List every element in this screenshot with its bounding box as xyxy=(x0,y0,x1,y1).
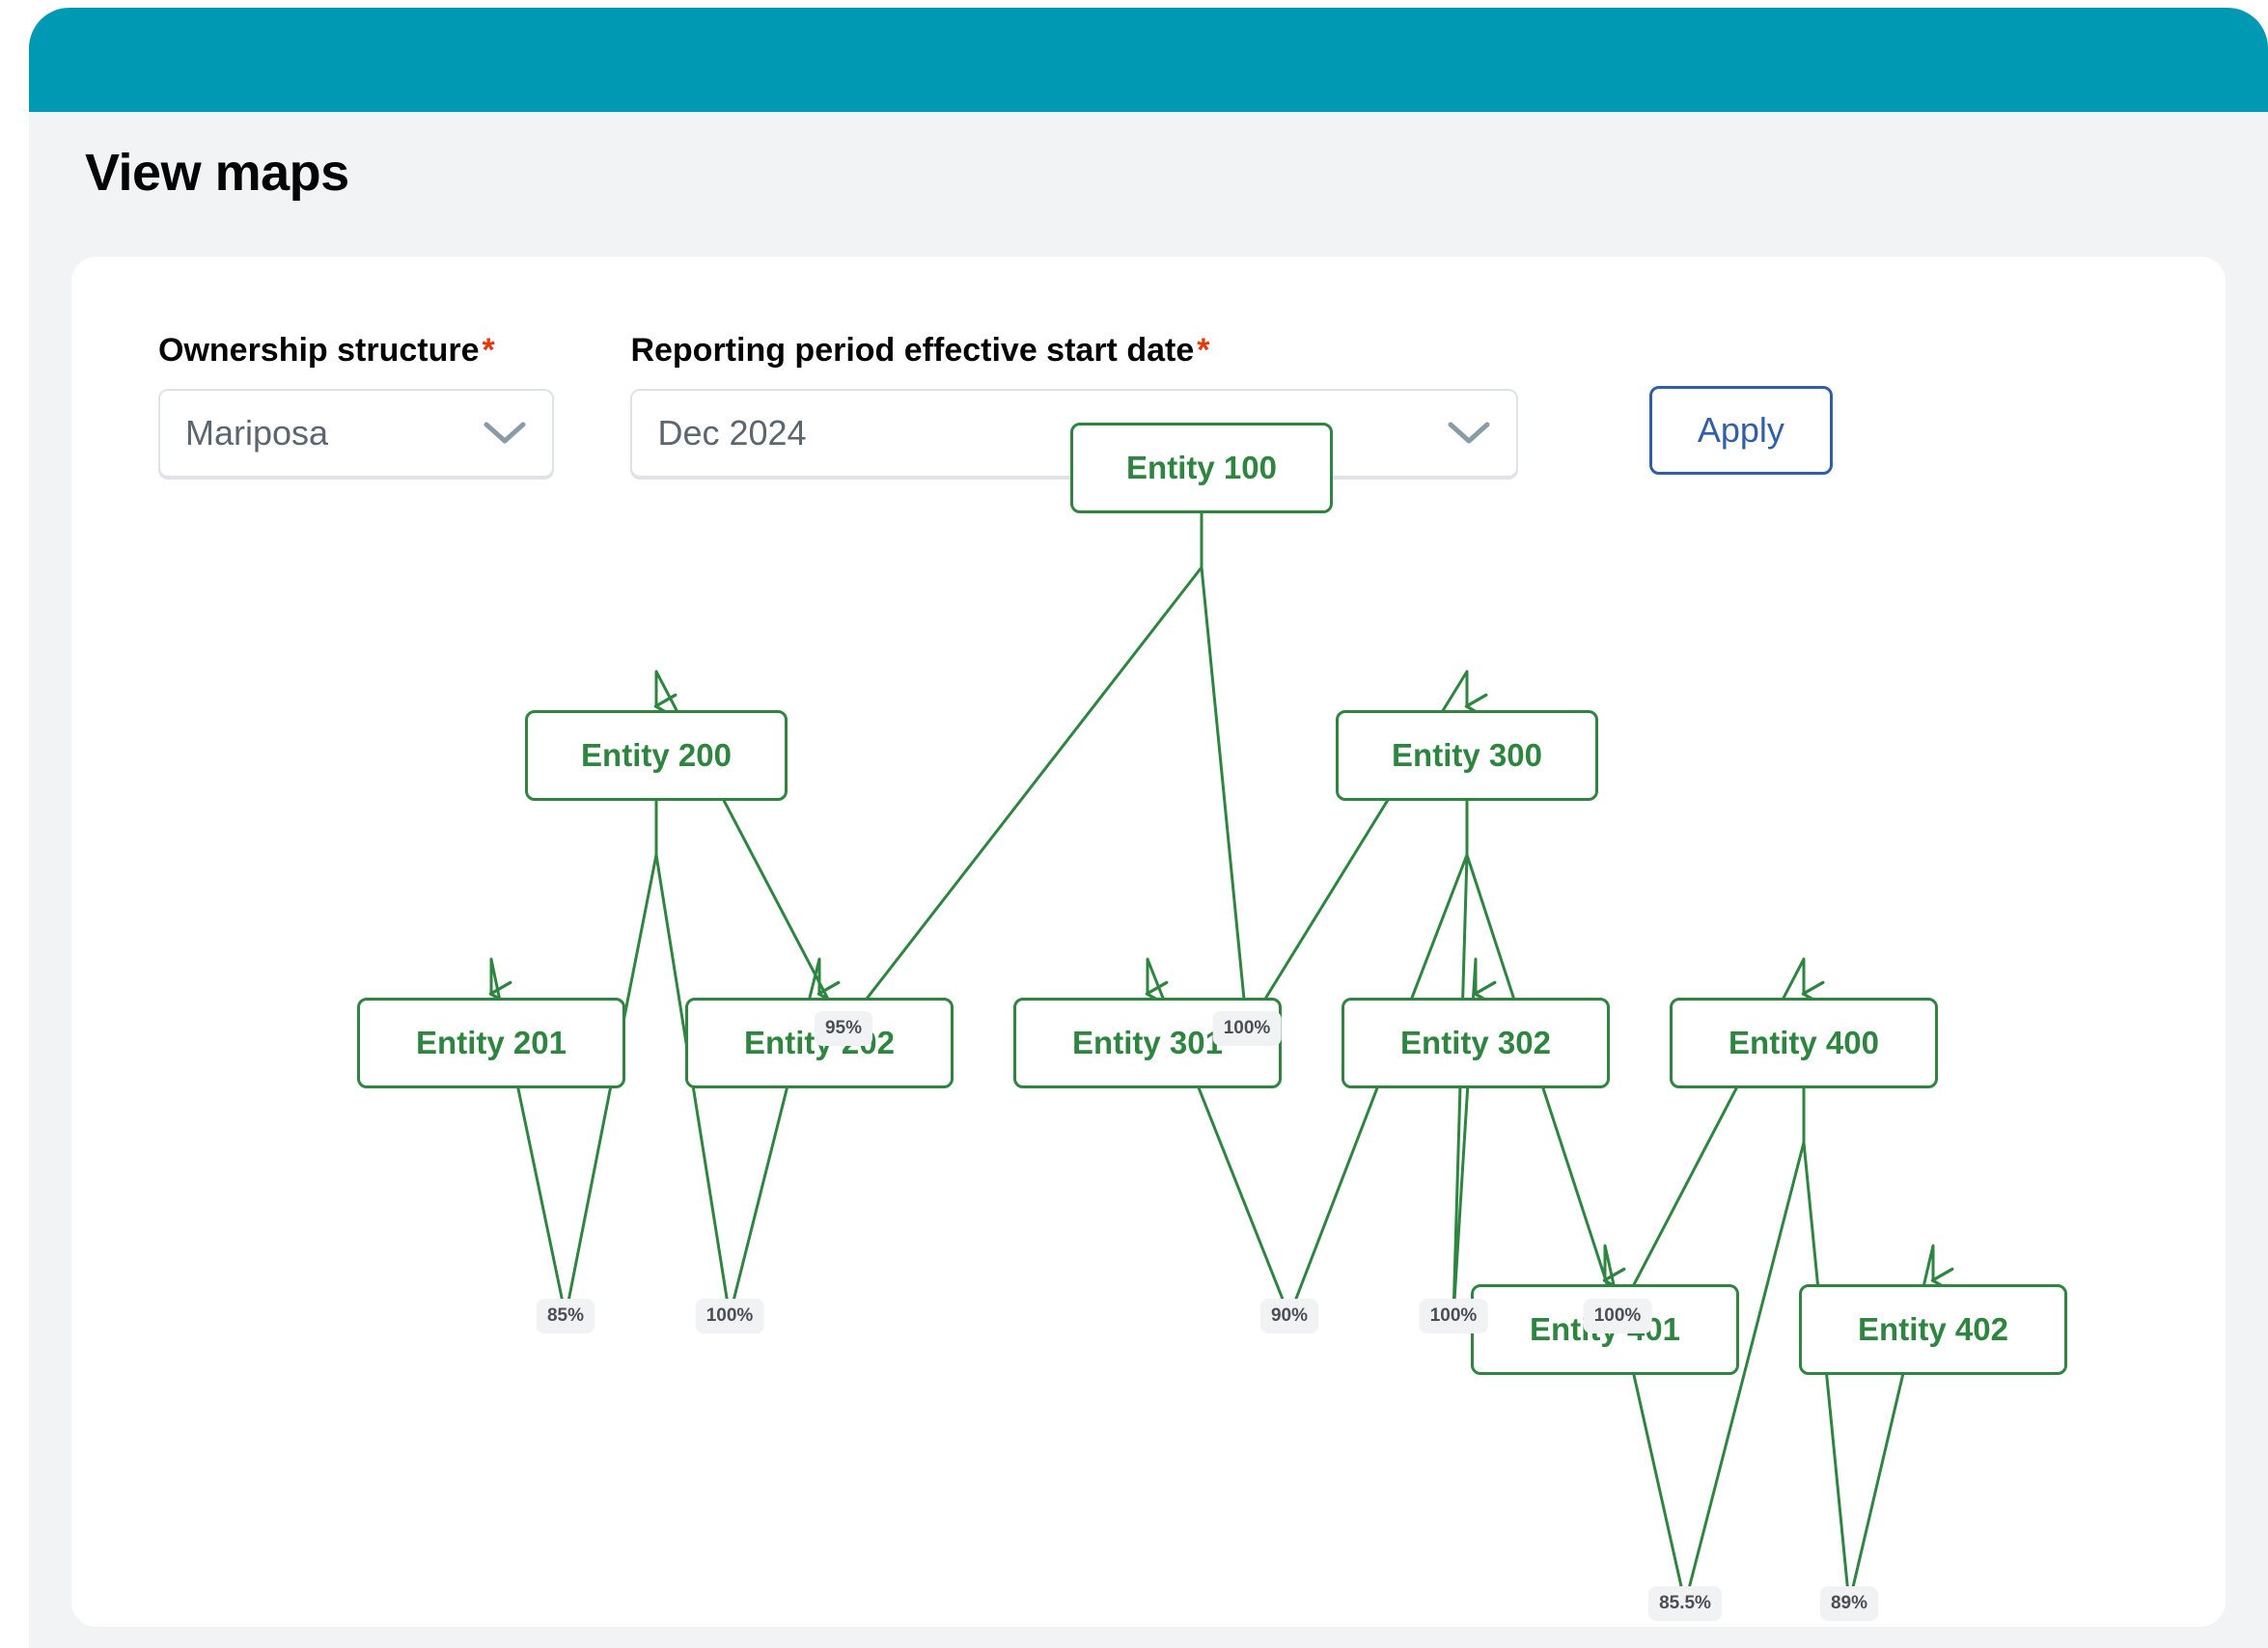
window-shell: View maps Ownership structure* Mariposa xyxy=(29,8,2268,1648)
ownership-percent-label: 100% xyxy=(695,1299,764,1333)
ownership-edge xyxy=(1802,1088,1954,1606)
entity-node[interactable]: Entity 300 xyxy=(1336,710,1598,801)
ownership-edge xyxy=(653,513,1203,1030)
reporting-period-label-text: Reporting period effective start date xyxy=(630,332,1195,369)
apply-field: Apply xyxy=(1648,332,1833,475)
apply-button[interactable]: Apply xyxy=(1648,386,1833,475)
reporting-period-value: Dec 2024 xyxy=(657,413,807,453)
filter-form: Ownership structure* Mariposa Reporting … xyxy=(158,332,1833,478)
ownership-percent-label: 100% xyxy=(1419,1299,1488,1333)
entity-node-label: Entity 200 xyxy=(581,737,732,773)
ownership-edge xyxy=(1145,801,1469,1318)
ownership-structure-label-text: Ownership structure xyxy=(158,332,480,369)
ownership-edge xyxy=(488,801,658,1318)
entity-node[interactable]: Entity 400 xyxy=(1670,998,1938,1088)
entity-node[interactable]: Entity 402 xyxy=(1799,1284,2067,1375)
ownership-edge xyxy=(1465,801,1825,1318)
ownership-edge xyxy=(1452,801,1497,1318)
chevron-down-icon xyxy=(1447,421,1491,446)
required-asterisk: * xyxy=(482,332,495,369)
ownership-percent-label: 85.5% xyxy=(1648,1586,1722,1621)
entity-node-label: Entity 402 xyxy=(1858,1311,2008,1347)
entity-node[interactable]: Entity 301 xyxy=(1013,998,1282,1088)
entity-node[interactable]: Entity 302 xyxy=(1341,998,1610,1088)
ownership-percent-label: 100% xyxy=(1212,1011,1282,1046)
ownership-edge xyxy=(1200,513,1488,1030)
ownership-structure-label: Ownership structure* xyxy=(158,332,554,370)
entity-node[interactable]: Entity 401 xyxy=(1471,1284,1739,1375)
ownership-structure-value: Mariposa xyxy=(185,413,329,453)
content-card: Ownership structure* Mariposa Reporting … xyxy=(71,257,2226,1627)
ownership-structure-field: Ownership structure* Mariposa xyxy=(158,332,554,478)
entity-node-label: Entity 302 xyxy=(1400,1025,1551,1060)
ownership-edge xyxy=(1602,1088,1806,1606)
ownership-percent-label: 95% xyxy=(814,1011,873,1046)
entity-node-label: Entity 401 xyxy=(1530,1311,1680,1347)
entity-node[interactable]: Entity 202 xyxy=(685,998,954,1088)
entity-node-label: Entity 400 xyxy=(1729,1025,1879,1060)
page-title: View maps xyxy=(85,144,349,202)
entity-node-label: Entity 201 xyxy=(416,1025,567,1060)
chevron-down-icon xyxy=(483,421,527,446)
ownership-percent-label: 89% xyxy=(1819,1586,1879,1621)
ownership-edge xyxy=(654,801,841,1318)
entity-node[interactable]: Entity 201 xyxy=(357,998,625,1088)
ownership-percent-label: 100% xyxy=(1583,1299,1652,1333)
ownership-percent-label: 85% xyxy=(536,1299,595,1333)
ownership-structure-select[interactable]: Mariposa xyxy=(158,389,554,478)
top-accent-bar xyxy=(29,8,2268,112)
required-asterisk: * xyxy=(1197,332,1210,369)
ownership-percent-label: 90% xyxy=(1259,1299,1319,1333)
entity-node[interactable]: Entity 200 xyxy=(525,710,788,801)
entity-node-label: Entity 202 xyxy=(744,1025,895,1060)
entity-node-label: Entity 300 xyxy=(1392,737,1542,773)
reporting-period-label: Reporting period effective start date* xyxy=(630,332,1571,370)
entity-node-label: Entity 301 xyxy=(1072,1025,1223,1060)
reporting-period-select[interactable]: Dec 2024 xyxy=(630,389,1519,478)
reporting-period-field: Reporting period effective start date* D… xyxy=(630,332,1571,478)
